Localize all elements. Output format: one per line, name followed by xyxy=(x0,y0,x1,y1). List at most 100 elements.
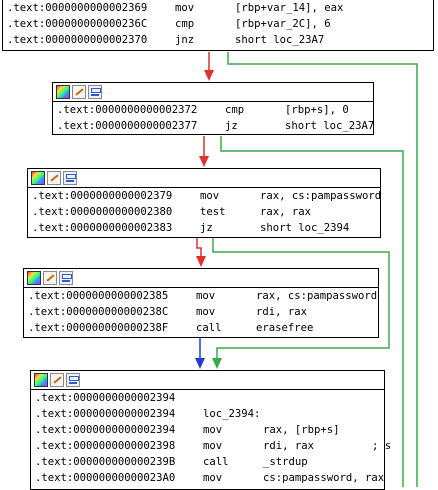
operands: rax, cs:pampassword xyxy=(256,290,378,302)
address: .text:0000000000002377 xyxy=(57,120,198,132)
mnemonic: mov xyxy=(203,424,223,436)
address: .text:0000000000002398 xyxy=(35,440,176,452)
block-lines: .text:0000000000002394.text:000000000000… xyxy=(31,390,391,486)
mnemonic: mov xyxy=(203,472,223,484)
address: .text:0000000000002370 xyxy=(7,34,148,46)
instruction-line[interactable]: .text:0000000000002394 mov rax, [rbp+s] xyxy=(35,422,384,438)
operands: rax, rax xyxy=(260,206,312,218)
edge-true-2379 xyxy=(212,238,390,358)
edge-false-2379 xyxy=(196,238,202,257)
instruction-line[interactable]: .text:0000000000002377 jz short loc_23A7 xyxy=(57,118,375,134)
mnemonic: mov xyxy=(175,2,195,14)
instruction-line[interactable]: .text:0000000000002370 jnz short loc_23A7 xyxy=(7,32,433,48)
block-toolbar xyxy=(28,169,380,188)
operands: rdi, rax xyxy=(263,440,315,452)
instruction-line[interactable]: .text:0000000000002394 xyxy=(35,390,384,406)
comment: ; s xyxy=(372,440,392,452)
operands: short loc_2394 xyxy=(260,222,350,234)
edge-false-2372-arrowhead xyxy=(199,156,209,167)
edge-fallthrough-2385-arrowhead xyxy=(195,358,205,369)
instruction-line[interactable]: .text:000000000000236C cmp [rbp+var_2C], 6 xyxy=(7,16,433,32)
instruction-line[interactable]: .text:0000000000002385 mov rax, cs:pampass… xyxy=(28,288,378,304)
mnemonic: jnz xyxy=(175,34,195,46)
graph-view-icon[interactable] xyxy=(63,171,77,185)
edit-pencil-icon[interactable] xyxy=(43,271,57,285)
edge-true-2379-arrowhead xyxy=(212,358,222,369)
code-block-2385[interactable]: .text:0000000000002385 mov rax, cs:pampass… xyxy=(23,268,379,338)
block-lines: .text:0000000000002379 mov rax, cs:pampass… xyxy=(28,188,382,236)
mnemonic: jz xyxy=(225,120,238,132)
block-lines: .text:0000000000002385 mov rax, cs:pampass… xyxy=(24,288,378,336)
code-block-2394[interactable]: .text:0000000000002394.text:000000000000… xyxy=(30,370,391,490)
instruction-line[interactable]: .text:0000000000002372 cmp [rbp+s], 0 xyxy=(57,102,373,118)
address: .text:0000000000002372 xyxy=(57,104,198,116)
operands: short loc_23A7 xyxy=(235,34,325,46)
operands: erasefree xyxy=(256,322,314,334)
graph-view-icon[interactable] xyxy=(59,271,73,285)
graph-view-icon[interactable] xyxy=(66,373,80,387)
instruction-line[interactable]: .text:0000000000002394 loc_2394: xyxy=(35,406,384,422)
mnemonic: call xyxy=(196,322,222,334)
instruction-line[interactable]: .text:000000000000238C mov rdi, rax xyxy=(28,304,378,320)
instruction-line[interactable]: .text:000000000000238F call erasefree xyxy=(28,320,378,336)
color-palette-icon[interactable] xyxy=(27,271,41,285)
address: .text:0000000000002380 xyxy=(32,206,173,218)
edge-false-2379-arrowhead xyxy=(196,256,206,267)
instruction-line[interactable]: .text:0000000000002383 jz short loc_2394 xyxy=(32,220,380,236)
address: .text:000000000000236C xyxy=(7,18,148,30)
block-toolbar xyxy=(31,371,384,390)
operands: [rbp+s], 0 xyxy=(285,104,349,116)
mnemonic: test xyxy=(200,206,226,218)
edge-false-2369-arrowhead xyxy=(204,70,214,81)
address: .text:000000000000238C xyxy=(28,306,169,318)
address: .text:0000000000002383 xyxy=(32,222,173,234)
address: .text:000000000000239B xyxy=(35,456,176,468)
block-toolbar xyxy=(53,83,373,102)
instruction-line[interactable]: .text:000000000000239B call _strdup xyxy=(35,454,384,470)
operands: rax, cs:pampassword xyxy=(260,190,382,202)
address: .text:0000000000002379 xyxy=(32,190,173,202)
code-block-2379[interactable]: .text:0000000000002379 mov rax, cs:pampass… xyxy=(27,168,381,238)
address: .text:000000000000238F xyxy=(28,322,169,334)
label: loc_2394: xyxy=(203,408,261,420)
instruction-line[interactable]: .text:0000000000002379 mov rax, cs:pampass… xyxy=(32,188,382,204)
address: .text:0000000000002394 xyxy=(35,392,176,404)
address: .text:0000000000002394 xyxy=(35,424,176,436)
edge-true-2372 xyxy=(220,136,404,487)
block-toolbar xyxy=(24,269,378,288)
operands: _strdup xyxy=(263,456,308,468)
address: .text:0000000000002385 xyxy=(28,290,169,302)
address: .text:00000000000023A0 xyxy=(35,472,176,484)
operands: rax, [rbp+s] xyxy=(263,424,340,436)
instruction-line[interactable]: .text:0000000000002398 mov rdi, rax ; s xyxy=(35,438,391,454)
graph-view-icon[interactable] xyxy=(88,85,102,99)
edit-pencil-icon[interactable] xyxy=(50,373,64,387)
instruction-line[interactable]: .text:00000000000023A0 mov cs:pampassword,… xyxy=(35,470,384,486)
address: .text:0000000000002394 xyxy=(35,408,176,420)
instruction-line[interactable]: .text:0000000000002380 test rax, rax xyxy=(32,204,380,220)
mnemonic: call xyxy=(203,456,229,468)
mnemonic: mov xyxy=(196,306,216,318)
operands: [rbp+var_2C], 6 xyxy=(235,18,331,30)
mnemonic: mov xyxy=(200,190,220,202)
mnemonic: cmp xyxy=(175,18,195,30)
operands: rdi, rax xyxy=(256,306,308,318)
operands: cs:pampassword, rax xyxy=(263,472,385,484)
color-palette-icon[interactable] xyxy=(56,85,70,99)
color-palette-icon[interactable] xyxy=(31,171,45,185)
operands: [rbp+var_14], eax xyxy=(235,2,344,14)
mnemonic: mov xyxy=(203,440,223,452)
edit-pencil-icon[interactable] xyxy=(72,85,86,99)
operands: short loc_23A7 xyxy=(285,120,375,132)
mnemonic: mov xyxy=(196,290,216,302)
color-palette-icon[interactable] xyxy=(34,373,48,387)
mnemonic: jz xyxy=(200,222,213,234)
edit-pencil-icon[interactable] xyxy=(47,171,61,185)
mnemonic: cmp xyxy=(225,104,245,116)
